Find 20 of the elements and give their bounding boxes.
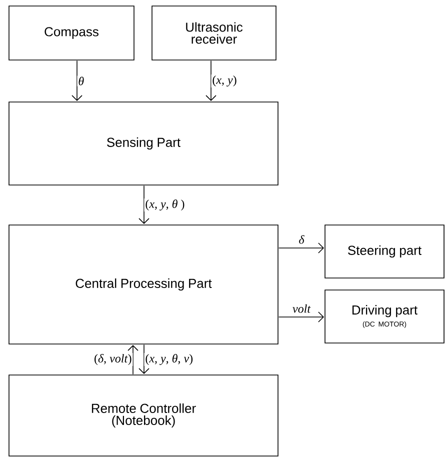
- edge-label: δ: [298, 234, 306, 245]
- arrow: [128, 345, 138, 375]
- arrow: [72, 60, 82, 101]
- block-box: Central Processing Part: [8, 224, 278, 344]
- block-box: Sensing Part: [8, 102, 278, 186]
- edge-label: θ: [77, 76, 86, 86]
- edge-label: (x, y, θ ): [144, 198, 186, 212]
- block-box: Steering part: [324, 224, 444, 278]
- edge-label: (x, y): [211, 74, 238, 88]
- arrow: [138, 185, 150, 224]
- arrow: [138, 344, 150, 374]
- arrow: [278, 312, 324, 322]
- block-box: Remote Controller (Notebook): [8, 374, 278, 456]
- block-box: Ultrasonic receiver: [152, 6, 276, 60]
- block-box: Compass: [8, 6, 134, 60]
- edge-label: (δ, volt): [93, 353, 133, 366]
- edge-label: volt: [292, 303, 312, 314]
- arrow: [278, 242, 324, 254]
- arrow: [206, 60, 216, 101]
- edge-label: (x, y, θ, v): [144, 353, 194, 366]
